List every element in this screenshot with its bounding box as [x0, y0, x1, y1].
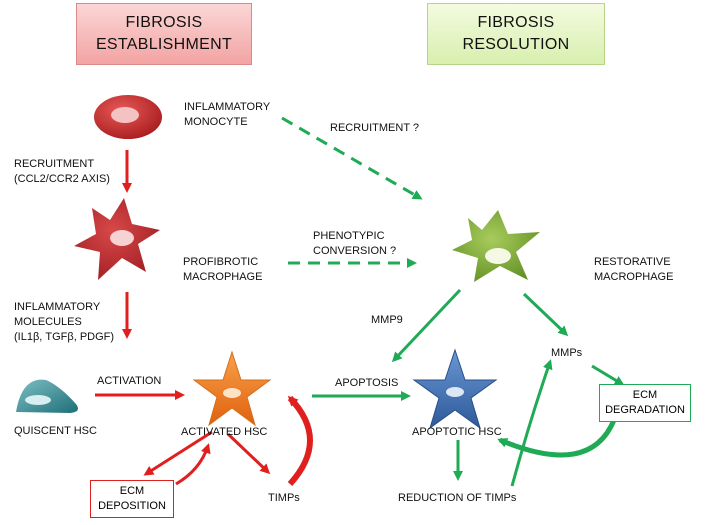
header-resolution-line2: RESOLUTION — [462, 36, 570, 53]
label-recruitment-q: RECRUITMENT ? — [330, 122, 420, 134]
arrow-mmp9-to-apoptotic — [391, 288, 462, 363]
restorative-macrophage-icon — [452, 210, 540, 282]
label-recruitment-ccl2-line1: RECRUITMENT — [14, 158, 95, 170]
label-apoptotic-hsc: APOPTOTIC HSC — [412, 426, 502, 438]
header-fibrosis-establishment: FIBROSIS ESTABLISHMENT — [76, 3, 252, 65]
label-inflammatory-molecules-line1: INFLAMMATORY — [14, 301, 101, 313]
apoptotic-hsc-star-icon — [412, 348, 498, 430]
label-inflammatory-molecules: INFLAMMATORY MOLECULES (IL1β, TGFβ, PDGF… — [14, 300, 114, 345]
ecm-deposition-line2: DEPOSITION — [98, 500, 166, 512]
label-profibrotic-line2: MACROPHAGE — [183, 271, 263, 283]
ecm-degradation-line2: DEGRADATION — [605, 404, 685, 416]
arrow-reduction-to-mmps — [510, 359, 553, 487]
label-inflammatory-monocyte-line1: INFLAMMATORY — [184, 101, 271, 113]
label-recruitment-ccl2-line2: (CCL2/CCR2 AXIS) — [14, 173, 110, 185]
label-profibrotic-line1: PROFIBROTIC — [183, 256, 259, 268]
label-phenotypic-conversion-line2: CONVERSION ? — [313, 245, 397, 257]
label-restorative-line1: RESTORATIVE — [594, 256, 671, 268]
label-activation: ACTIVATION — [97, 375, 162, 387]
arrow-ecm-deposition-feedback — [175, 443, 211, 486]
header-establishment-line1: FIBROSIS — [125, 14, 203, 31]
arrow-ecm-degradation-to-apoptotic — [497, 419, 617, 458]
profibrotic-macrophage-icon — [74, 198, 160, 280]
label-apoptosis: APOPTOSIS — [335, 377, 399, 389]
arrow-restorative-to-mmps — [522, 292, 569, 337]
arrow-activated-to-timps — [226, 432, 271, 475]
label-quiescent-hsc: QUISCENT HSC — [14, 425, 97, 437]
header-establishment-line2: ESTABLISHMENT — [95, 36, 233, 53]
label-inflammatory-monocyte-line2: MONOCYTE — [184, 116, 248, 128]
header-fibrosis-resolution: FIBROSIS RESOLUTION — [427, 3, 605, 65]
label-inflammatory-molecules-line3: (IL1β, TGFβ, PDGF) — [14, 331, 115, 343]
label-phenotypic-conversion: PHENOTYPIC CONVERSION ? — [313, 229, 396, 259]
label-restorative-macrophage: RESTORATIVE MACROPHAGE — [594, 255, 673, 285]
label-timps: TIMPs — [268, 492, 300, 504]
quiescent-hsc-icon — [16, 379, 78, 413]
label-inflammatory-molecules-line2: MOLECULES — [14, 316, 82, 328]
label-mmps: MMPs — [551, 347, 583, 359]
ecm-degradation-line1: ECM — [632, 389, 658, 401]
arrow-recruitment-dashed — [281, 116, 423, 200]
arrow-activated-to-ecm-deposition — [143, 430, 213, 476]
ecm-deposition-line1: ECM — [119, 485, 145, 497]
label-restorative-line2: MACROPHAGE — [594, 271, 674, 283]
header-resolution-line1: FIBROSIS — [477, 14, 555, 31]
activated-hsc-star-icon — [192, 350, 272, 427]
ecm-degradation-box: ECM DEGRADATION — [599, 384, 691, 422]
monocyte-cell-icon — [94, 95, 162, 139]
label-profibrotic-macrophage: PROFIBROTIC MACROPHAGE — [183, 255, 262, 285]
label-recruitment-ccl2: RECRUITMENT (CCL2/CCR2 AXIS) — [14, 157, 110, 187]
label-phenotypic-conversion-line1: PHENOTYPIC — [313, 230, 385, 242]
label-mmp9: MMP9 — [371, 314, 403, 326]
arrow-timps-feedback-curve — [287, 395, 313, 487]
ecm-deposition-box: ECM DEPOSITION — [90, 480, 174, 518]
label-inflammatory-monocyte: INFLAMMATORY MONOCYTE — [184, 100, 270, 130]
label-reduction-timps: REDUCTION OF TIMPs — [398, 492, 517, 504]
label-activated-hsc: ACTIVATED HSC — [181, 426, 268, 438]
arrow-mmps-to-ecm-degradation — [591, 364, 625, 386]
